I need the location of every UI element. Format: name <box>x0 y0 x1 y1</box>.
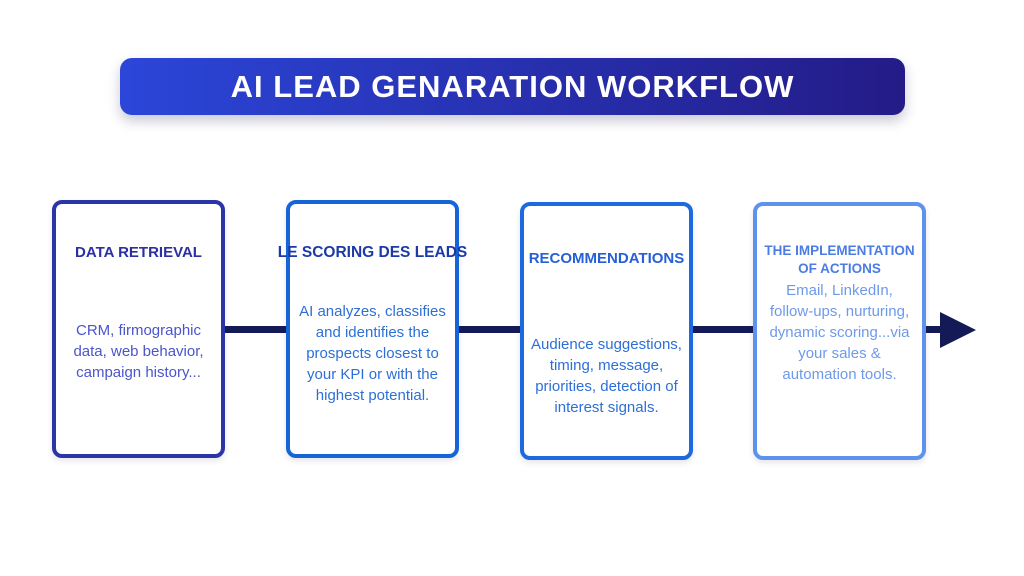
title-banner: AI LEAD GENARATION WORKFLOW <box>120 58 905 115</box>
step-heading: RECOMMENDATIONS <box>528 250 685 267</box>
step-heading: THE IMPLEMENTATION OF ACTIONS <box>764 243 915 277</box>
step-heading: LE SCORING DES LEADS <box>277 244 468 261</box>
step-data-retrieval: DATA RETRIEVAL CRM, firmographic data, w… <box>52 200 225 458</box>
step-description: AI analyzes, classifies and identifies t… <box>299 302 446 404</box>
step-heading: DATA RETRIEVAL <box>75 244 202 261</box>
step-description: Email, LinkedIn, follow-ups, nurturing, … <box>769 282 910 384</box>
step-implementation-of-actions: THE IMPLEMENTATION OF ACTIONS Email, Lin… <box>753 202 926 460</box>
arrow-right-icon <box>940 312 976 348</box>
step-description: Audience suggestions, timing, message, p… <box>531 336 682 416</box>
step-lead-scoring: LE SCORING DES LEADS AI analyzes, classi… <box>278 200 467 458</box>
page-title: AI LEAD GENARATION WORKFLOW <box>230 68 795 104</box>
step-recommendations: RECOMMENDATIONS Audience suggestions, ti… <box>520 202 693 460</box>
step-description: CRM, firmographic data, web behavior, ca… <box>73 322 204 381</box>
